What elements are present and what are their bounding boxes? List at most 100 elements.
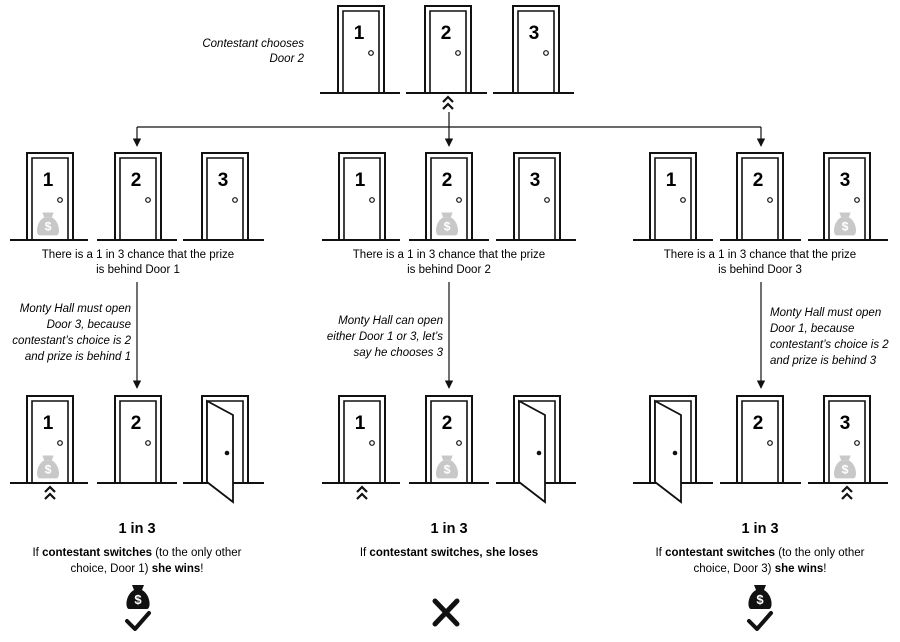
scenario-1-host-note-line-4: and prize is behind 1	[25, 351, 131, 363]
result-segment: If	[360, 547, 370, 559]
door-knob	[680, 197, 686, 203]
scenario-3-result-line-1: If contestant switches (to the only othe…	[655, 547, 864, 559]
scenario-3-texts: There is a 1 in 3 chance that the prize …	[655, 249, 889, 575]
door-knob	[767, 440, 773, 446]
door: 3$	[823, 395, 871, 482]
scenario-2-host-note-line-3: say he chooses 3	[353, 347, 443, 359]
svg-text:$: $	[45, 463, 52, 477]
door-knob	[854, 440, 860, 446]
door-number: 2	[442, 413, 453, 434]
door: 2	[424, 5, 472, 92]
money-bag-icon: $	[834, 212, 856, 236]
door-knob	[544, 197, 550, 203]
door: 3$	[823, 152, 871, 239]
final-choice-chevron-icon	[44, 485, 56, 500]
result-segment: !	[200, 563, 203, 575]
door: 3	[513, 152, 561, 239]
door-number: 2	[753, 413, 764, 434]
final-choice-chevron-icon	[356, 485, 368, 500]
result-segment: she wins	[775, 563, 824, 575]
prize-money-bag-icon: $	[126, 585, 150, 609]
scenario-3-host-note-line-3: contestant’s choice is 2	[770, 339, 889, 351]
result-segment: (to the only other	[152, 547, 242, 559]
result-segment: If	[32, 547, 42, 559]
door: 1	[337, 5, 385, 92]
scenario-1-host-note-line-3: contestant’s choice is 2	[12, 335, 131, 347]
door-number: 1	[43, 413, 54, 434]
door-number: 2	[131, 170, 142, 191]
scenario-1-host-note-line-2: Door 3, because	[47, 319, 131, 331]
door-knob	[57, 197, 63, 203]
door-number: 2	[753, 170, 764, 191]
result-segment: choice, Door 3)	[694, 563, 775, 575]
door-number: 1	[354, 23, 365, 44]
door-knob	[455, 50, 461, 56]
scenario-3-chance-line-2: is behind Door 3	[718, 264, 802, 276]
scenario-2-host-note-line-1: Monty Hall can open	[338, 315, 443, 327]
scenario-2-chance-line-1: There is a 1 in 3 chance that the prize	[353, 249, 545, 261]
money-bag-icon: $	[37, 455, 59, 479]
door: 2$	[425, 395, 473, 482]
scenario-1-texts: There is a 1 in 3 chance that the prize …	[12, 249, 241, 575]
door-number: 2	[441, 23, 452, 44]
door-knob	[145, 440, 151, 446]
open-door	[649, 395, 697, 504]
svg-text:$: $	[45, 220, 52, 234]
door-knob	[232, 197, 238, 203]
icons-layer: $$	[44, 95, 853, 631]
top-selection-chevron-icon	[442, 95, 454, 110]
door: 3	[512, 5, 560, 92]
connectors	[132, 112, 766, 389]
door: 2	[114, 152, 162, 239]
door-number: 2	[131, 413, 142, 434]
scenario-1-odds: 1 in 3	[118, 521, 155, 537]
scenario-1-host-note-line-1: Monty Hall must open	[20, 303, 131, 315]
scenario-1-chance-line-2: is behind Door 1	[96, 264, 180, 276]
final-choice-chevron-icon	[841, 485, 853, 500]
scenario-3-host-note-line-1: Monty Hall must open	[770, 307, 881, 319]
door-number: 3	[529, 23, 540, 44]
door-knob	[672, 450, 678, 456]
door-knob	[536, 450, 542, 456]
door-number: 1	[43, 170, 54, 191]
door-knob	[57, 440, 63, 446]
check-icon	[125, 611, 151, 631]
money-bag-icon: $	[834, 455, 856, 479]
scenario-3-chance-line-1: There is a 1 in 3 chance that the prize	[664, 249, 856, 261]
result-segment: contestant switches, she loses	[369, 547, 538, 559]
door: 1$	[26, 395, 74, 482]
scenario-3-host-note-line-2: Door 1, because	[770, 323, 854, 335]
result-segment: If	[655, 547, 665, 559]
door: 2	[736, 152, 784, 239]
door-number: 2	[442, 170, 453, 191]
door-knob	[456, 440, 462, 446]
door-knob	[368, 50, 374, 56]
door: 1	[649, 152, 697, 239]
scenario-1-result-line-2: choice, Door 1) she wins!	[71, 563, 204, 575]
result-segment: contestant switches	[42, 547, 152, 559]
scenario-3-host-note-line-4: and prize is behind 3	[770, 355, 877, 367]
scenario-3-result-line-2: choice, Door 3) she wins!	[694, 563, 827, 575]
scenario-3-odds: 1 in 3	[741, 521, 778, 537]
scenario-2-result-line-1: If contestant switches, she loses	[360, 547, 538, 559]
money-bag-icon: $	[37, 212, 59, 236]
door: 1$	[26, 152, 74, 239]
open-door	[201, 395, 249, 504]
scenario-1-chance-line-1: There is a 1 in 3 chance that the prize	[42, 249, 234, 261]
door-knob	[854, 197, 860, 203]
prize-money-bag-icon: $	[748, 585, 772, 609]
svg-text:$: $	[444, 220, 451, 234]
door-number: 1	[666, 170, 677, 191]
top-caption-line-2: Door 2	[269, 53, 304, 65]
svg-text:$: $	[134, 592, 142, 607]
svg-text:$: $	[444, 463, 451, 477]
scenario-2-texts: There is a 1 in 3 chance that the prize …	[327, 249, 545, 559]
door-knob	[767, 197, 773, 203]
door-number: 3	[840, 170, 851, 191]
result-segment: choice, Door 1)	[71, 563, 152, 575]
door: 1	[338, 395, 386, 482]
door-knob	[369, 440, 375, 446]
svg-text:$: $	[756, 592, 764, 607]
